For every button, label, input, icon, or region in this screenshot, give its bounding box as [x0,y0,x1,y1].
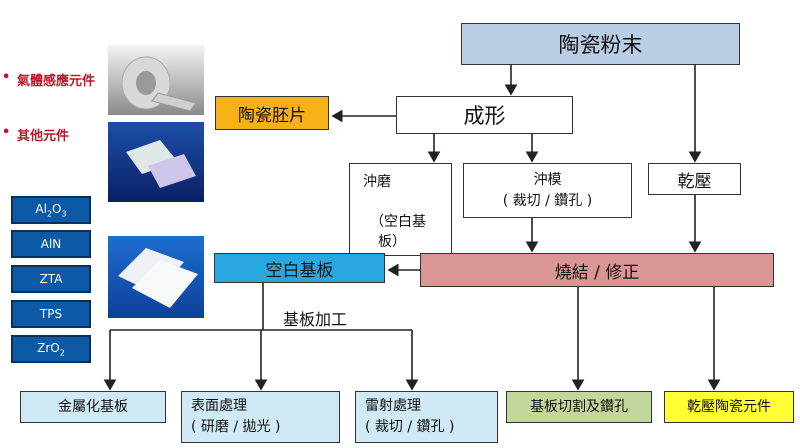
metallized-substrate-node: 金屬化基板 [20,391,166,423]
laser-treatment-subtitle: ( 裁切 / 鑽孔 ) [365,419,455,435]
laser-treatment-title: 雷射處理 [365,398,421,414]
cut-and-drill-node: 基板切割及鑽孔 [506,391,652,423]
surface-treatment-title: 表面處理 [191,398,247,414]
material-aln: AlN [11,230,91,258]
substrate-image [108,236,204,318]
blank-substrate-label: 空白基板 [265,260,334,281]
material-tps: TPS [11,300,91,328]
material-zro2: ZrO2 [11,335,91,363]
punch-mold-node: 沖模 ( 裁切 / 鑽孔 ) [463,163,632,218]
surface-treatment-node: 表面處理 ( 研磨 / 拋光 ) [181,391,340,443]
punch-grind-subtitle-2: 板） [378,234,406,250]
forming-label: 成形 [463,104,506,128]
punch-mold-subtitle: ( 裁切 / 鑽孔 ) [502,192,593,209]
other-components-image [108,122,204,202]
ceramic-powder-label: 陶瓷粉末 [558,33,643,57]
punch-grind-title: 沖磨 [363,174,391,190]
forming-node: 成形 [396,96,573,134]
punch-grind-node: 沖磨 （空白基 板） [349,163,452,256]
material-aln-label: AlN [40,237,62,251]
material-tps-label: TPS [39,307,63,321]
legend-bullet-2: • [2,125,11,140]
surface-treatment-subtitle: ( 研磨 / 拋光 ) [191,419,281,435]
dry-press-label: 乾壓 [677,171,712,192]
substrate-processing-label: 基板加工 [283,310,348,329]
green-sheet-node: 陶瓷胚片 [215,96,329,130]
material-zro2-label: ZrO2 [37,340,65,358]
sinter-trim-node: 燒結 / 修正 [420,253,774,287]
material-al2o3: Al2O3 [11,196,91,224]
metallized-substrate-label: 金屬化基板 [58,398,128,415]
cut-and-drill-label: 基板切割及鑽孔 [530,398,628,415]
gas-sensor-image [108,45,204,115]
material-zta: ZTA [11,265,91,293]
material-al2o3-label: Al2O3 [35,201,67,219]
blank-substrate-node: 空白基板 [214,253,385,283]
laser-treatment-node: 雷射處理 ( 裁切 / 鑽孔 ) [355,391,498,443]
green-sheet-label: 陶瓷胚片 [238,105,306,126]
legend-bullet-1: • [2,70,11,85]
dry-pressed-component-node: 乾壓陶瓷元件 [664,391,794,423]
punch-grind-subtitle-1: （空白基 [370,214,426,230]
dry-pressed-component-label: 乾壓陶瓷元件 [687,398,771,415]
legend-other: 其他元件 [17,129,70,144]
punch-mold-title: 沖模 [533,171,562,188]
dry-press-node: 乾壓 [648,163,741,195]
material-zta-label: ZTA [39,272,63,286]
ceramic-powder-node: 陶瓷粉末 [461,23,740,65]
sinter-trim-label: 燒結 / 修正 [554,262,640,283]
legend-gas-sensor: 氣體感應元件 [17,74,96,89]
